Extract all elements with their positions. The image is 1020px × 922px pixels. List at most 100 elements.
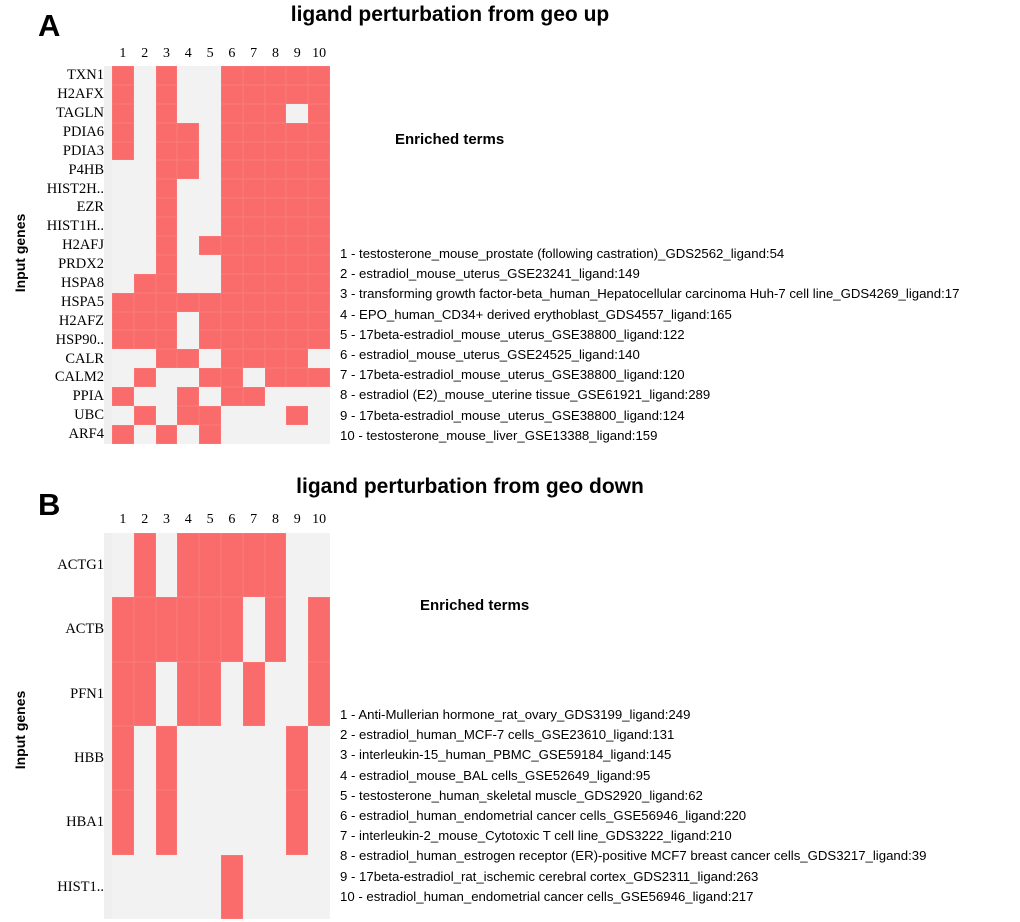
- gene-row-label: HIST1..: [57, 878, 104, 895]
- column-number: 9: [293, 46, 301, 61]
- heatmap-cell: [220, 292, 243, 312]
- heatmap-cell: [112, 122, 134, 142]
- heatmap-cell: [308, 790, 330, 855]
- heatmap-cell: [199, 273, 221, 293]
- enriched-term: 7 - 17beta-estradiol_mouse_uterus_GSE388…: [340, 367, 685, 383]
- gene-row-label: ACTG1: [57, 556, 104, 573]
- gene-row-label: H2AFX: [57, 86, 104, 103]
- heatmap-cell: [133, 217, 156, 237]
- heatmap-cell: [112, 406, 134, 425]
- heatmap-cell: [220, 198, 243, 218]
- heatmap-cell: [264, 311, 287, 331]
- heatmap-cell: [264, 661, 287, 726]
- enriched-term: 7 - interleukin-2_mouse_Cytotoxic T cell…: [340, 828, 732, 844]
- gene-row-label: EZR: [76, 199, 104, 216]
- panel-b-terms-list: 1 - Anti-Mullerian hormone_rat_ovary_GDS…: [340, 705, 1020, 907]
- heatmap-cell: [242, 406, 265, 425]
- heatmap-cell: [177, 66, 200, 85]
- panel-a-heatmap: [112, 66, 330, 444]
- enriched-term: 1 - Anti-Mullerian hormone_rat_ovary_GDS…: [340, 707, 691, 722]
- heatmap-cell: [112, 66, 134, 85]
- heatmap-cell: [155, 790, 178, 855]
- heatmap-cell: [286, 292, 309, 312]
- heatmap-cell: [264, 406, 287, 425]
- heatmap-cell: [177, 533, 200, 598]
- enriched-term: 9 - 17beta-estradiol_mouse_uterus_GSE388…: [340, 407, 685, 423]
- heatmap-cell: [155, 292, 178, 312]
- heatmap-cell: [199, 311, 221, 331]
- heatmap-cell: [133, 179, 156, 199]
- heatmap-cell: [133, 122, 156, 142]
- column-number: 4: [184, 512, 192, 527]
- gene-row-label: H2AFJ: [62, 237, 104, 254]
- heatmap-cell: [286, 330, 309, 350]
- gene-row-label: HBB: [74, 749, 104, 766]
- heatmap-cell: [133, 160, 156, 180]
- heatmap-cell: [308, 387, 330, 407]
- panel-a-grid-left-edge: [104, 66, 112, 444]
- heatmap-cell: [133, 198, 156, 218]
- heatmap-cell: [155, 84, 178, 104]
- heatmap-cell: [177, 160, 200, 180]
- column-number: 8: [271, 46, 279, 61]
- heatmap-cell: [133, 254, 156, 274]
- heatmap-cell: [242, 661, 265, 726]
- heatmap-cell: [242, 160, 265, 180]
- heatmap-cell: [112, 597, 134, 662]
- heatmap-cell: [133, 533, 156, 598]
- heatmap-cell: [308, 160, 330, 180]
- heatmap-cell: [264, 160, 287, 180]
- gene-row-label: HIST2H..: [46, 180, 104, 197]
- heatmap-cell: [133, 725, 156, 791]
- heatmap-cell: [264, 854, 287, 919]
- heatmap-cell: [199, 217, 221, 237]
- heatmap-cell: [242, 387, 265, 407]
- heatmap-cell: [112, 661, 134, 726]
- heatmap-cell: [242, 179, 265, 199]
- gene-row-label: TAGLN: [56, 104, 104, 121]
- heatmap-cell: [133, 424, 156, 444]
- heatmap-cell: [133, 349, 156, 369]
- column-number: 1: [119, 46, 127, 61]
- heatmap-cell: [199, 424, 221, 444]
- heatmap-cell: [199, 198, 221, 218]
- panel-a-terms-header: Enriched terms: [395, 131, 505, 148]
- heatmap-cell: [155, 254, 178, 274]
- heatmap-cell: [112, 141, 134, 161]
- heatmap-cell: [286, 424, 309, 444]
- heatmap-cell: [155, 387, 178, 407]
- heatmap-cell: [177, 292, 200, 312]
- heatmap-cell: [264, 273, 287, 293]
- heatmap-cell: [112, 254, 134, 274]
- heatmap-cell: [308, 84, 330, 104]
- heatmap-cell: [133, 854, 156, 919]
- heatmap-cell: [133, 236, 156, 255]
- heatmap-cell: [286, 236, 309, 255]
- heatmap-cell: [177, 349, 200, 369]
- heatmap-cell: [242, 122, 265, 142]
- heatmap-cell: [242, 84, 265, 104]
- heatmap-cell: [220, 217, 243, 237]
- heatmap-cell: [242, 217, 265, 237]
- heatmap-cell: [177, 198, 200, 218]
- heatmap-cell: [242, 725, 265, 791]
- heatmap-cell: [133, 311, 156, 331]
- panel-b-title: ligand perturbation from geo down: [296, 475, 644, 498]
- heatmap-cell: [308, 533, 330, 598]
- enriched-term: 3 - transforming growth factor-beta_huma…: [340, 286, 960, 302]
- heatmap-cell: [112, 103, 134, 123]
- column-number: 6: [228, 46, 236, 61]
- heatmap-cell: [220, 406, 243, 425]
- heatmap-cell: [308, 254, 330, 274]
- heatmap-cell: [199, 661, 221, 726]
- gene-row-label: PDIA3: [62, 142, 104, 159]
- heatmap-cell: [112, 725, 134, 791]
- gene-row-label: ACTB: [65, 621, 104, 638]
- gene-row-label: TXN1: [66, 67, 104, 84]
- gene-row-label: P4HB: [68, 161, 104, 178]
- heatmap-cell: [286, 387, 309, 407]
- heatmap-cell: [264, 424, 287, 444]
